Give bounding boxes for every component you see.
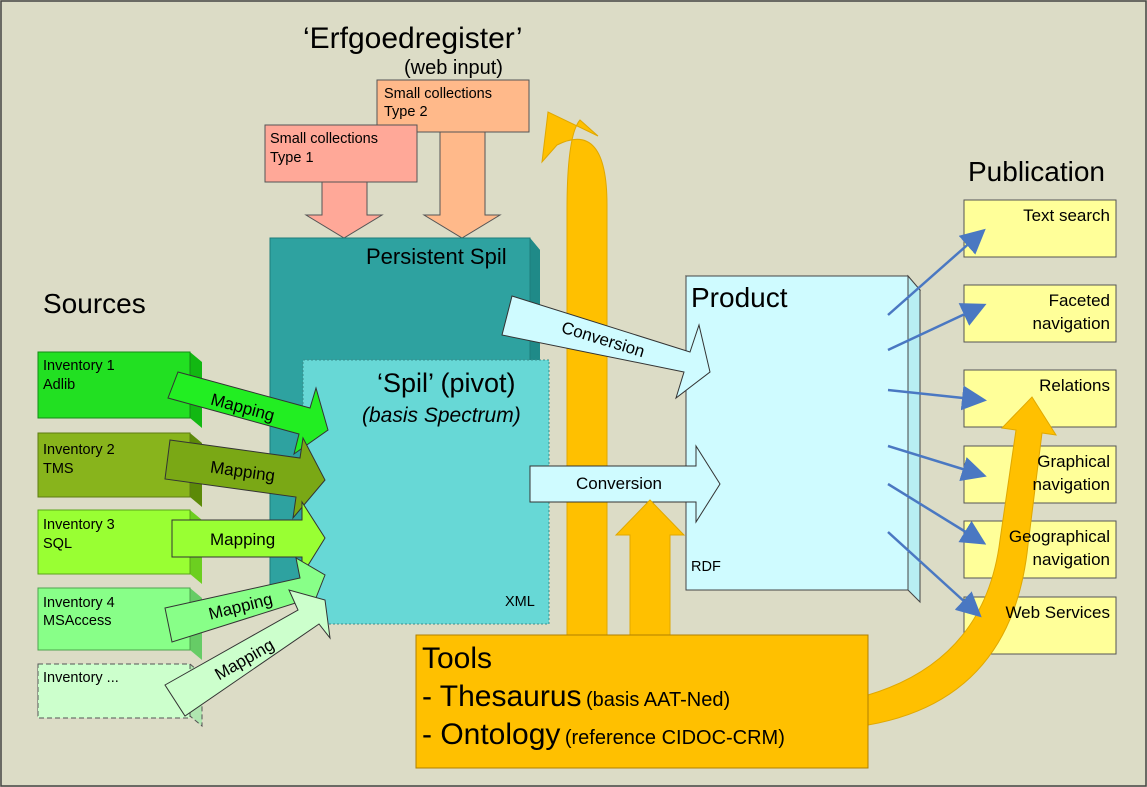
- small-collections-type1-line2: Type 1: [270, 150, 314, 166]
- source-3-system: SQL: [43, 536, 73, 552]
- source-2-name: Inventory 2: [43, 442, 115, 458]
- pub-web-services: Web Services: [1005, 603, 1110, 622]
- product-format: RDF: [691, 559, 721, 575]
- pub-geographical-line2: navigation: [1032, 550, 1110, 569]
- source-2-system: TMS: [43, 461, 74, 477]
- small-collections-type1-box: [264, 124, 418, 183]
- conversion-arrow-top: [501, 295, 711, 400]
- pub-text-search: Text search: [1023, 206, 1110, 225]
- pub-relations: Relations: [1039, 376, 1110, 395]
- persistent-spil-label: Persistent Spil: [366, 244, 507, 269]
- sources-heading: Sources: [43, 288, 146, 319]
- publication-arrows: [887, 228, 987, 618]
- erfgoed-title: ‘Erfgoedregister’: [303, 22, 523, 55]
- source-3-name: Inventory 3: [43, 517, 115, 533]
- thesaurus-note: (basis AAT-Ned): [585, 689, 731, 711]
- small-collections-type1-line1: Small collections: [270, 131, 378, 147]
- tools-up-arrow: [614, 499, 686, 636]
- conversion-label-bottom: Conversion: [576, 474, 662, 493]
- mapping-arrows: [164, 371, 331, 717]
- mapping-label-3: Mapping: [210, 530, 276, 549]
- tools-thesaurus: - Thesaurus (basis AAT-Ned): [422, 680, 730, 715]
- source-4-name: Inventory 4: [43, 595, 115, 611]
- ontology-main: - Ontology: [422, 718, 561, 751]
- erfgoed-subtitle: (web input): [404, 57, 503, 79]
- pub-graphical-line2: navigation: [1032, 475, 1110, 494]
- ontology-note: (reference CIDOC-CRM): [564, 727, 785, 749]
- tools-to-erfgoed-arrow: [541, 111, 608, 636]
- source-1-name: Inventory 1: [43, 358, 115, 374]
- tools-ontology: - Ontology (reference CIDOC-CRM): [422, 718, 785, 753]
- product-title: Product: [691, 282, 788, 313]
- source-4-system: MSAccess: [43, 613, 112, 629]
- small-collections-type2-line2: Type 2: [384, 104, 428, 120]
- pub-faceted-line2: navigation: [1032, 314, 1110, 333]
- spil-pivot-box: [302, 359, 550, 625]
- spil-title: ‘Spil’ (pivot): [377, 368, 516, 398]
- tools-box: [415, 634, 869, 769]
- source-1-system: Adlib: [43, 377, 76, 393]
- source-boxes: [37, 351, 203, 728]
- thesaurus-main: - Thesaurus: [422, 680, 582, 713]
- tools-title: Tools: [422, 642, 493, 675]
- source-5-name: Inventory ...: [43, 670, 119, 686]
- publication-heading: Publication: [968, 156, 1105, 187]
- pub-graphical-line1: Graphical: [1037, 452, 1110, 471]
- spil-format: XML: [505, 594, 535, 610]
- type1-down-arrow: [304, 181, 384, 239]
- type2-down-arrow: [422, 131, 502, 239]
- small-collections-type2-box: [376, 79, 530, 133]
- product-box: [685, 275, 909, 591]
- spil-subtitle: (basis Spectrum): [362, 404, 521, 427]
- publication-boxes: [963, 199, 1117, 655]
- pub-geographical-line1: Geographical: [1008, 527, 1110, 546]
- conversion-arrow-bottom: [529, 444, 721, 524]
- tools-to-relations-arrow: [867, 396, 1058, 726]
- pub-faceted-line1: Faceted: [1048, 291, 1110, 310]
- small-collections-type2-line1: Small collections: [384, 86, 492, 102]
